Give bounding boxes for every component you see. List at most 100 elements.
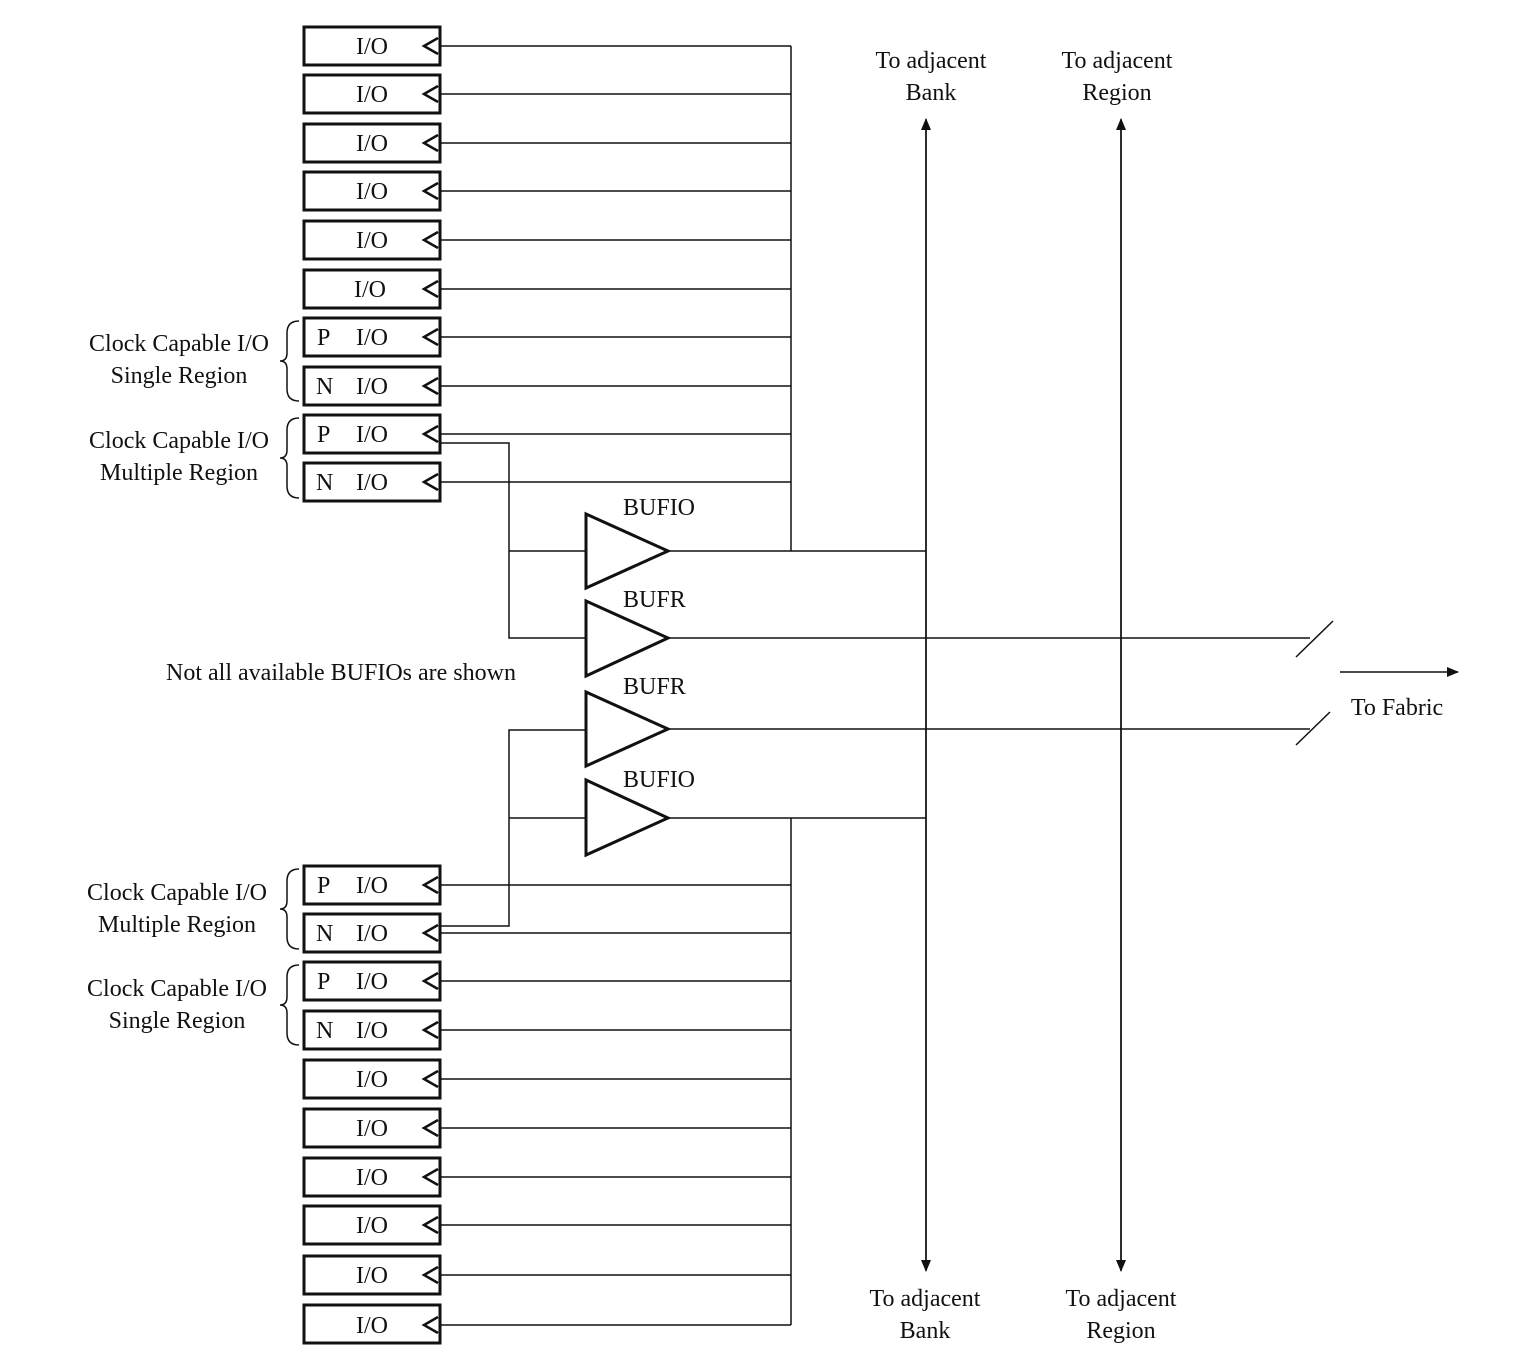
group-label: Multiple Region [98, 912, 256, 938]
io-pin [302, 1204, 442, 1246]
io-pin-label: I/O [356, 873, 388, 899]
io-pin-label: I/O [356, 1313, 388, 1339]
bus-slash-icon [1295, 620, 1334, 658]
io-pin-label: I/O [356, 422, 388, 448]
buffers: BUFIO BUFR BUFR BUFIO [584, 495, 695, 858]
bufio-buffer-icon [584, 511, 672, 591]
input-arrow-icon [421, 133, 439, 153]
io-pin-label: I/O [356, 1213, 388, 1239]
group-label: Single Region [111, 363, 248, 389]
io-pin-label: I/O [356, 969, 388, 995]
group-label: Clock Capable I/O [87, 976, 267, 1002]
bank-top-label: Bank [906, 80, 957, 106]
bufio-buffer-icon [584, 777, 672, 858]
region-bottom-label: To adjacent [1066, 1286, 1177, 1312]
arrow-labels: To adjacent Bank To adjacent Region To a… [870, 48, 1444, 1344]
group-label: Clock Capable I/O [89, 331, 269, 357]
io-pin-label: I/O [356, 1116, 388, 1142]
io-pin-label: I/O [356, 131, 388, 157]
n-label: N [316, 470, 333, 496]
input-arrow-icon [421, 181, 439, 201]
io-pin-n [302, 1009, 442, 1051]
note-text: Not all available BUFIOs are shown [166, 660, 516, 686]
input-arrow-icon [421, 1265, 439, 1285]
input-arrow-icon [421, 1215, 439, 1235]
input-arrow-icon [421, 376, 439, 396]
bank-bottom-label: To adjacent [870, 1286, 981, 1312]
group-label: Single Region [109, 1008, 246, 1034]
io-pin-p [302, 864, 442, 906]
n-label: N [316, 921, 333, 947]
io-pin-p [302, 413, 442, 455]
n-label: N [316, 1018, 333, 1044]
io-pin [302, 122, 442, 164]
input-arrow-icon [421, 424, 439, 444]
top-io-column: I/O I/O I/O I/O I/O I/O P I/O N I/O P [302, 25, 442, 503]
io-pin [302, 1254, 442, 1296]
io-pin-p [302, 960, 442, 1002]
io-pin-label: I/O [356, 921, 388, 947]
io-pin [302, 1303, 442, 1345]
io-pin [302, 1058, 442, 1100]
bottom-io-column: P I/O N I/O P I/O N I/O I/O I/O I/O I/O … [302, 864, 442, 1345]
input-arrow-icon [421, 230, 439, 250]
io-pin-n [302, 912, 442, 954]
bus-slash-icon [1295, 711, 1331, 746]
fabric-label: To Fabric [1351, 695, 1443, 721]
io-pin-label: I/O [356, 1018, 388, 1044]
input-arrow-icon [421, 472, 439, 492]
io-pin-label: I/O [356, 325, 388, 351]
buffer-label: BUFR [623, 587, 686, 613]
pin-wires [440, 45, 792, 1326]
group-label: Clock Capable I/O [87, 880, 267, 906]
p-label: P [317, 969, 330, 995]
input-arrow-icon [421, 1069, 439, 1089]
top-group-labels: Clock Capable I/O Single Region Clock Ca… [89, 320, 300, 499]
io-pin-label: I/O [354, 277, 386, 303]
io-pin-label: I/O [356, 470, 388, 496]
io-pin-label: I/O [356, 1067, 388, 1093]
io-pin [302, 73, 442, 115]
brace-icon [279, 868, 300, 950]
io-pin-n [302, 461, 442, 503]
buffer-label: BUFIO [623, 495, 695, 521]
input-arrow-icon [421, 923, 439, 943]
region-bottom-label: Region [1086, 1318, 1155, 1344]
input-arrow-icon [421, 1315, 439, 1335]
input-arrow-icon [421, 1167, 439, 1187]
adjacent-arrows [921, 118, 1459, 1272]
input-arrow-icon [421, 36, 439, 56]
p-label: P [317, 873, 330, 899]
io-pin [302, 170, 442, 212]
io-pin-label: I/O [356, 82, 388, 108]
input-arrow-icon [421, 279, 439, 299]
buffer-label: BUFIO [623, 767, 695, 793]
input-arrow-icon [421, 1020, 439, 1040]
brace-icon [279, 417, 300, 499]
io-pin-label: I/O [356, 1165, 388, 1191]
p-label: P [317, 325, 330, 351]
io-pin-label: I/O [356, 228, 388, 254]
io-pin [302, 25, 442, 67]
n-label: N [316, 374, 333, 400]
input-arrow-icon [421, 875, 439, 895]
input-arrow-icon [421, 971, 439, 991]
p-label: P [317, 422, 330, 448]
brace-icon [279, 320, 300, 402]
bank-top-label: To adjacent [876, 48, 987, 74]
bufr-buffer-icon [584, 598, 672, 679]
io-pin-label: I/O [356, 34, 388, 60]
buffer-label: BUFR [623, 674, 686, 700]
bottom-group-labels: Clock Capable I/O Multiple Region Clock … [87, 868, 300, 1046]
group-label: Multiple Region [100, 460, 258, 486]
bufr-buffer-icon [584, 689, 672, 769]
io-pin-label: I/O [356, 374, 388, 400]
bank-bottom-label: Bank [900, 1318, 951, 1344]
input-arrow-icon [421, 327, 439, 347]
region-top-label: To adjacent [1062, 48, 1173, 74]
io-pin-label: I/O [356, 179, 388, 205]
input-arrow-icon [421, 84, 439, 104]
group-label: Clock Capable I/O [89, 428, 269, 454]
brace-icon [279, 964, 300, 1046]
